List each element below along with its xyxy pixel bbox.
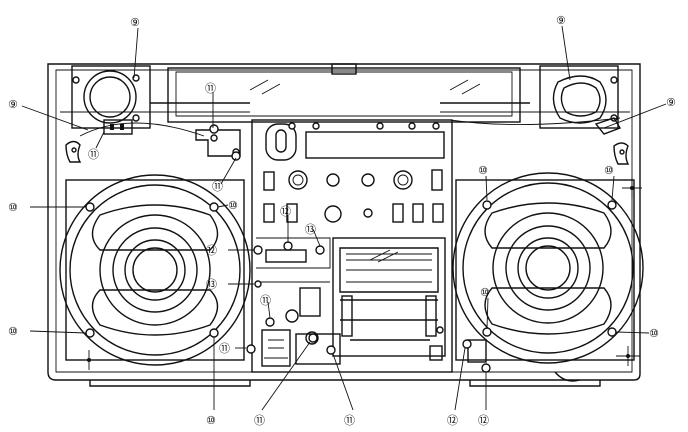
- callout-11-chassis-lower-left: ⑪: [219, 342, 230, 355]
- left-tweeter: [71, 65, 151, 129]
- leader-lines: [21, 25, 667, 411]
- callout-12-bottom-left: ⑫: [447, 414, 458, 427]
- callout-9-top-right: ⑨: [556, 14, 566, 27]
- callout-10-right-woofer-tl: ⑩: [478, 164, 488, 177]
- callout-10-right-woofer-br: ⑩: [649, 327, 659, 340]
- right-woofer: [452, 172, 644, 366]
- callout-11-bracket-lower: ⑪: [212, 180, 223, 193]
- callout-10-left-woofer-tr: ⑩: [228, 199, 238, 212]
- callout-9-right: ⑨: [666, 96, 676, 109]
- callout-10-bottom-left-woofer: ⑩: [206, 414, 216, 427]
- screws: [209, 122, 491, 373]
- cabinet-outline: [47, 63, 641, 387]
- left-woofer: [59, 174, 251, 370]
- main-chassis: [251, 119, 487, 373]
- callout-11-bottom-left: ⑪: [254, 414, 265, 427]
- callout-10-left-woofer-bl: ⑩: [8, 325, 18, 338]
- callout-10-left-woofer-tl: ⑩: [8, 201, 18, 214]
- callout-9-left: ⑨: [8, 98, 18, 111]
- callout-11-bottom-center: ⑪: [344, 414, 355, 427]
- callout-11-bracket-top: ⑪: [205, 82, 216, 95]
- right-bracket: [449, 117, 630, 165]
- callout-9-top-left: ⑨: [130, 16, 140, 29]
- right-tweeter: [539, 65, 619, 129]
- callout-10-right-woofer-tr: ⑩: [604, 164, 614, 177]
- callout-13-chassis-left: ⑬: [206, 278, 217, 291]
- callout-12-chassis-left: ⑫: [206, 244, 217, 257]
- callout-11-chassis-mid: ⑪: [260, 294, 271, 307]
- callout-10-right-woofer-bl: ⑩: [480, 286, 490, 299]
- callout-11-left-bracket: ⑪: [88, 148, 99, 161]
- callout-12-bottom-right: ⑫: [478, 414, 489, 427]
- callout-labels: ⑨ ⑨ ⑨ ⑨ ⑪ ⑪ ⑪ ⑩ ⑩ ⑫ ⑫ ⑬ ⑬ ⑪ ⑪ ⑩ ⑩ ⑪ ⑪ ⑩ …: [8, 14, 676, 427]
- callout-13-chassis-upper: ⑬: [305, 223, 316, 236]
- callout-12-chassis-upper: ⑫: [280, 205, 291, 218]
